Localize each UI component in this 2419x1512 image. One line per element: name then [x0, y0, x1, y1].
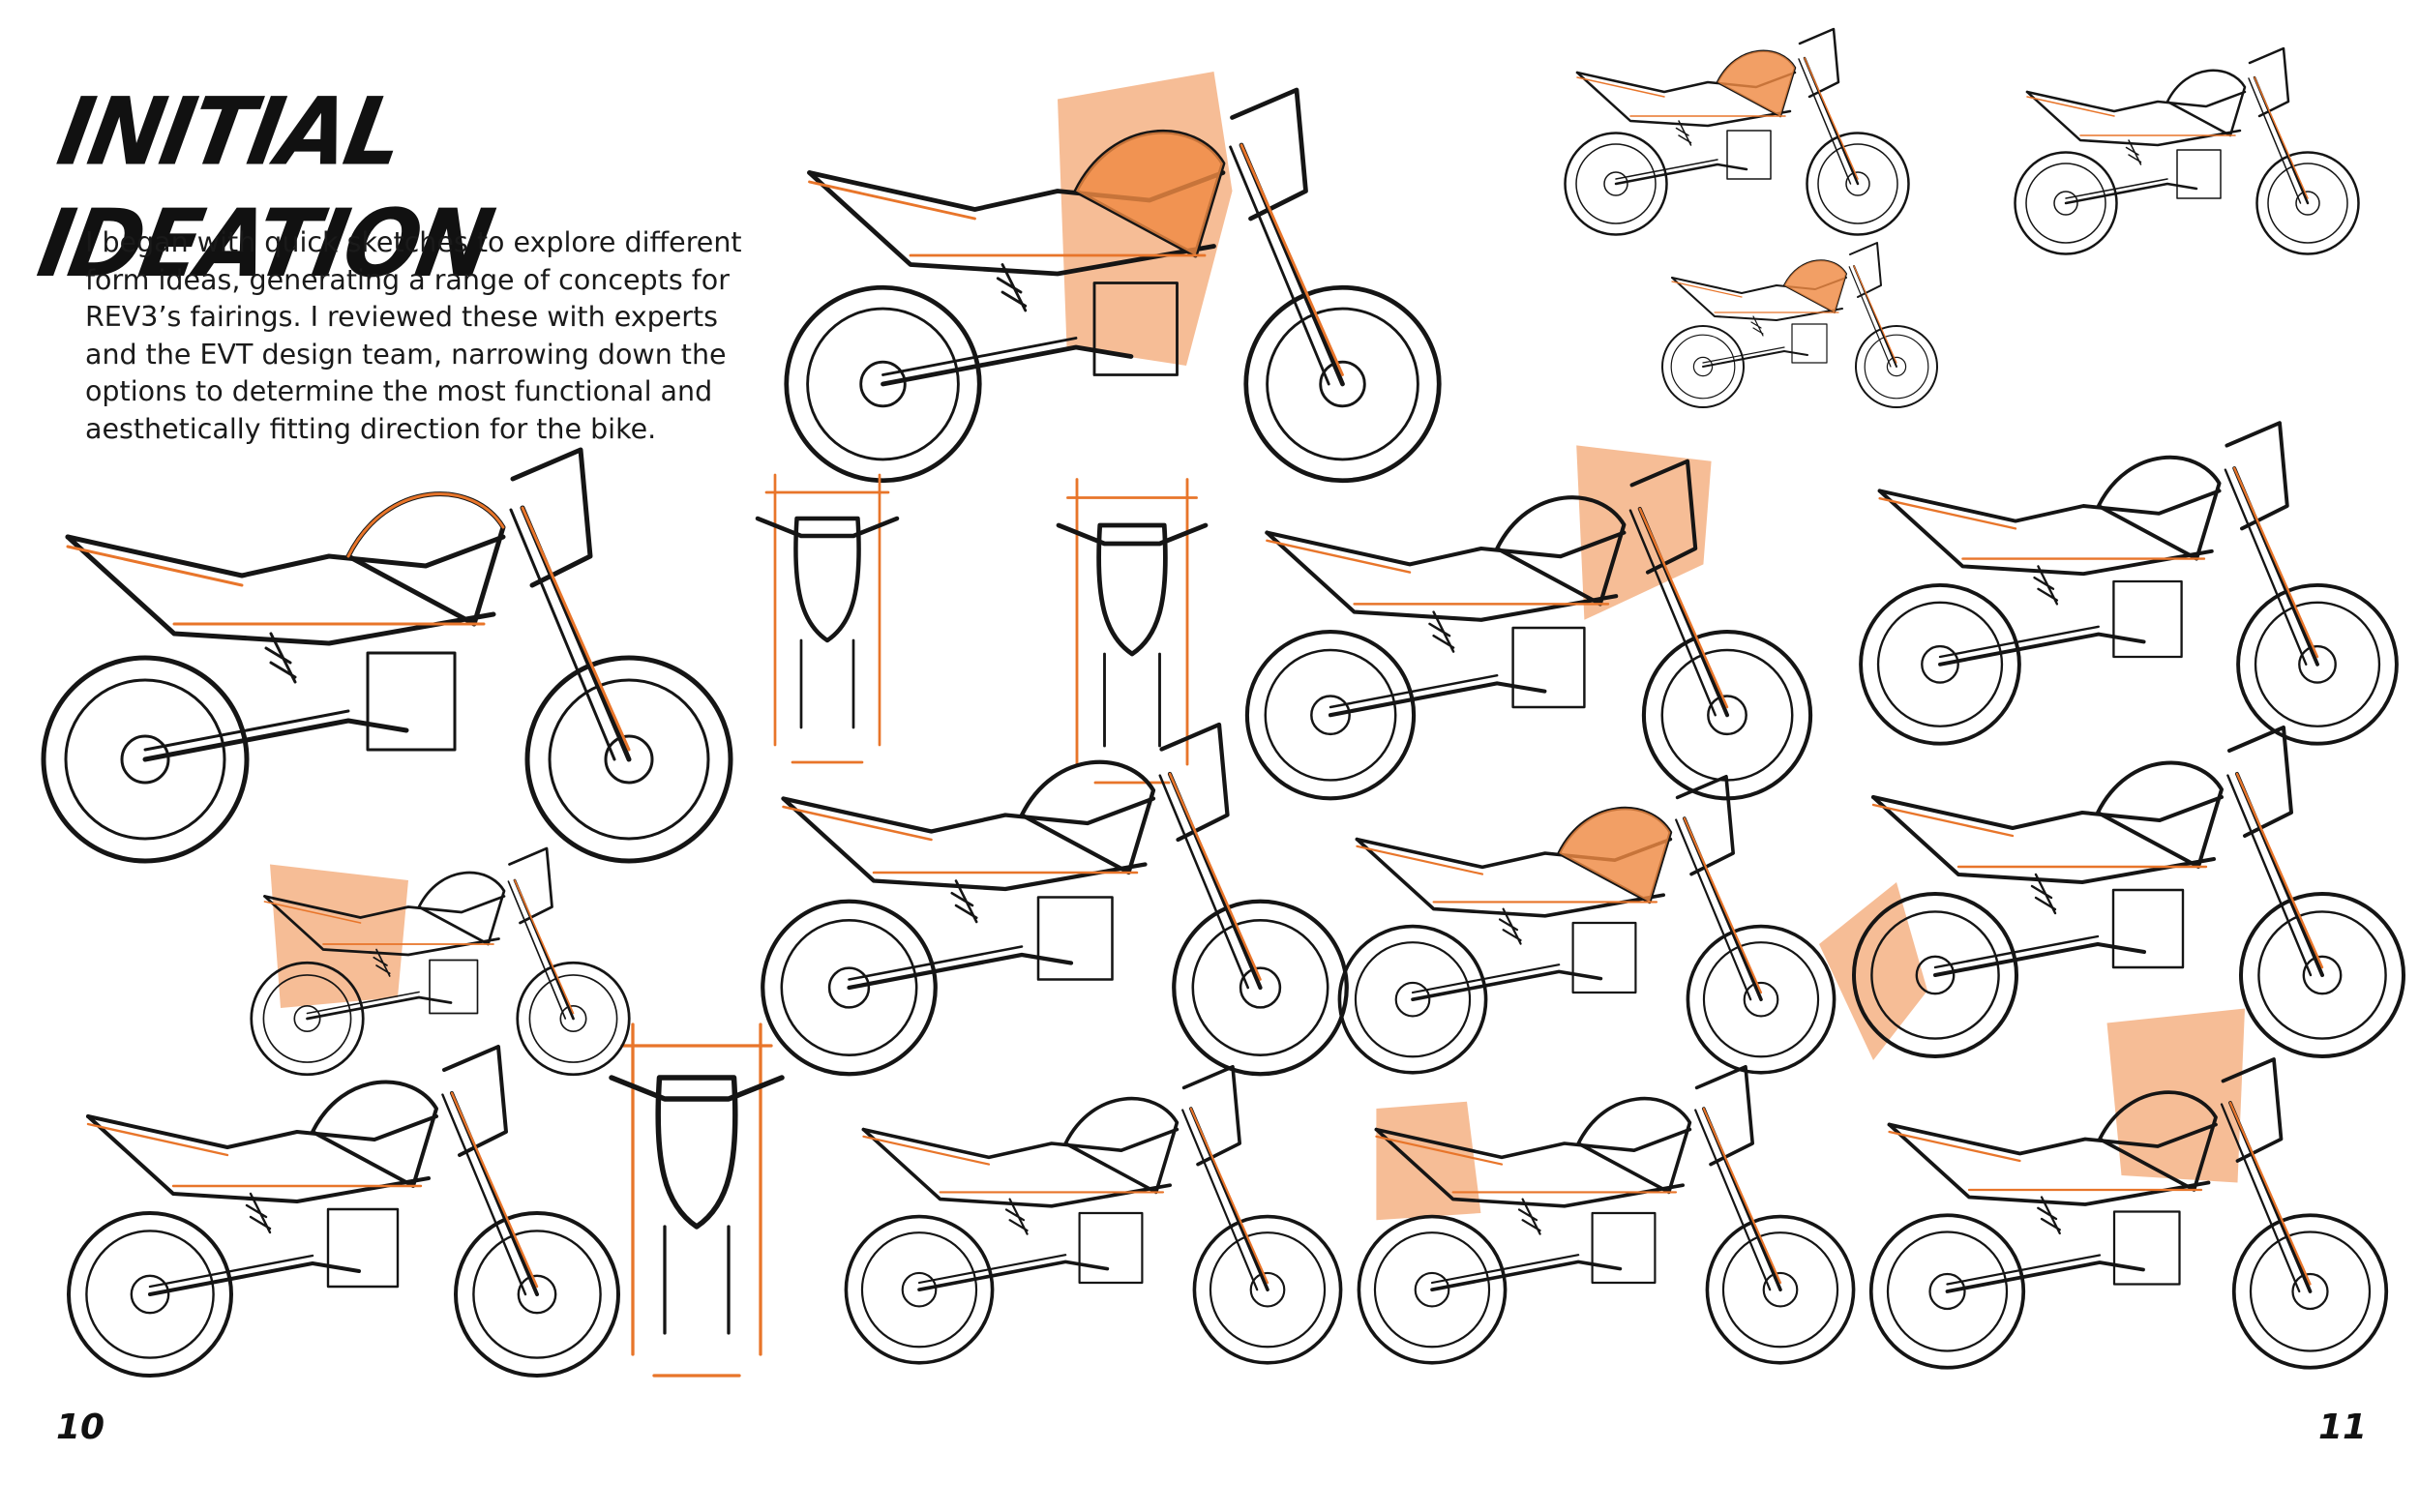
sketch-r4-a	[69, 1047, 618, 1376]
sketch-r1-b	[1564, 27, 1910, 236]
intro-paragraph: I began with quick sketches to explore d…	[85, 226, 742, 445]
sketch-r2-right	[1859, 421, 2399, 746]
sketch-left-large	[44, 450, 731, 861]
sketch-r1-d	[1660, 241, 1939, 409]
front-view-3	[612, 1024, 782, 1376]
sketch-r4-c	[1357, 1065, 1856, 1365]
sketch-r3-c	[1819, 727, 2404, 1060]
sketch-r3-b	[1337, 774, 1837, 1075]
sketch-r2-mid	[1247, 445, 1810, 798]
sketch-r1-c	[2014, 46, 2360, 255]
sketch-small-left	[250, 846, 631, 1077]
front-view-2	[1059, 480, 1206, 784]
sketch-hero-top	[787, 71, 1440, 481]
page-number-left: 10	[56, 1408, 105, 1447]
page-number-right: 11	[2318, 1408, 2368, 1447]
sketch-r4-d	[1868, 1008, 2389, 1370]
sketch-r4-b	[844, 1065, 1343, 1365]
sketch-r3-a	[762, 725, 1347, 1074]
front-view-1	[758, 475, 897, 762]
